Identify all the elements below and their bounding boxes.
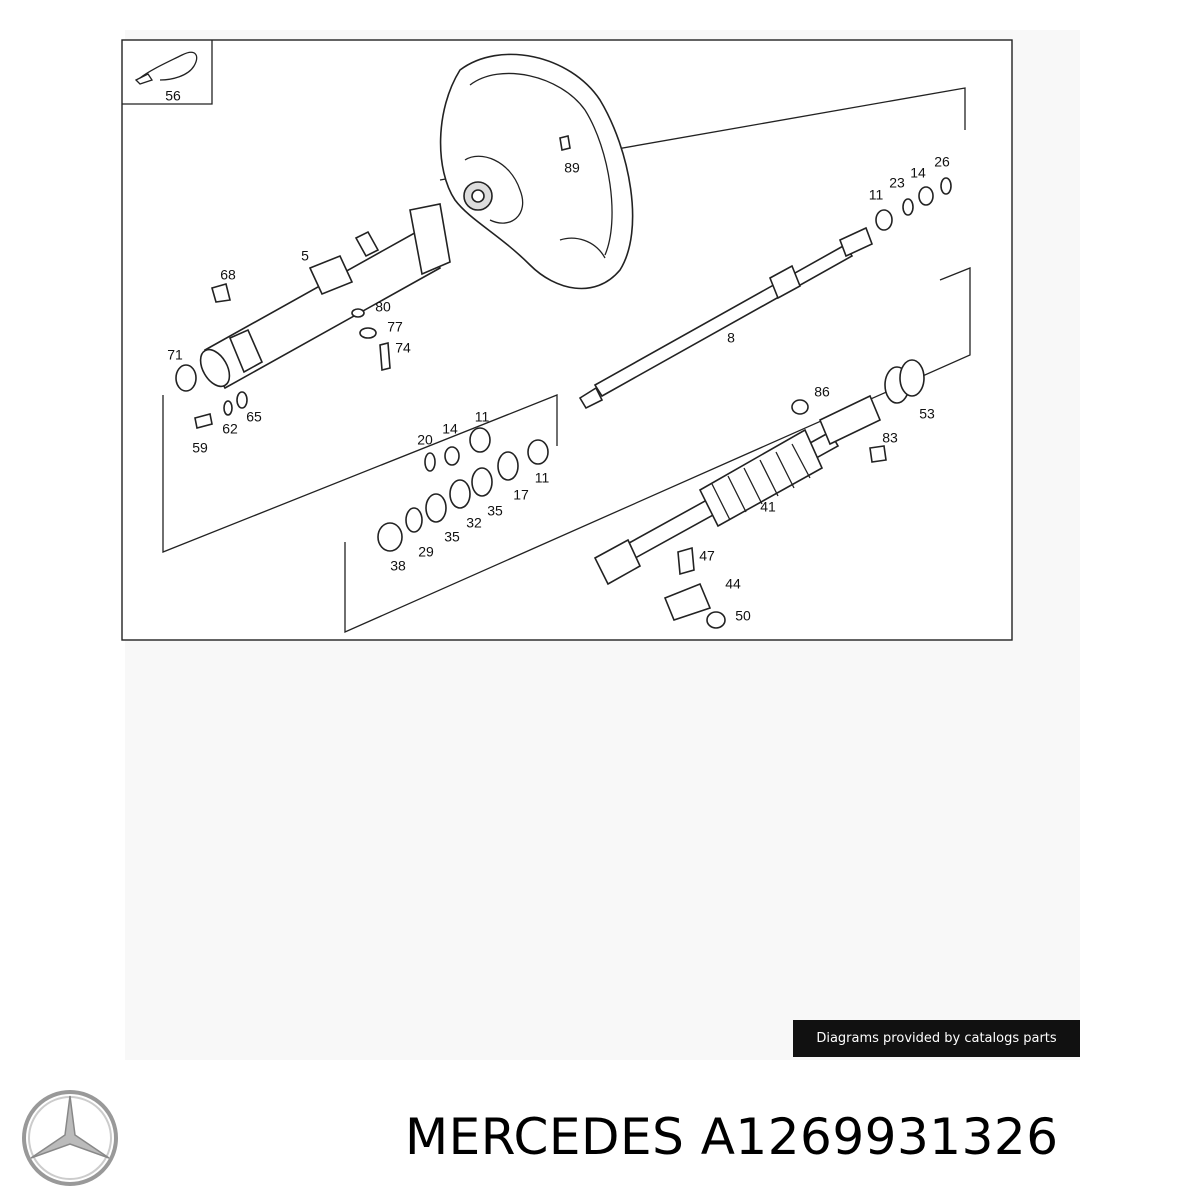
callout-label: 29 <box>418 544 434 560</box>
callout-label: 20 <box>417 432 433 448</box>
part-title: MERCEDES A1269931326 <box>405 1108 1059 1166</box>
column-tube-part <box>199 203 451 390</box>
callout-label: 11 <box>475 409 490 425</box>
callout-label: 23 <box>889 175 905 191</box>
callout-labels: 56 89 26 14 23 11 5 68 80 77 74 8 71 86 53 65 11 14 62 20 83… <box>165 88 950 624</box>
callout-label: 47 <box>699 548 715 564</box>
cable-tie-part <box>134 51 198 85</box>
provided-by-badge: Diagrams provided by catalogs parts <box>793 1020 1080 1057</box>
callout-label: 14 <box>910 165 926 181</box>
callout-label: 14 <box>442 421 458 437</box>
callout-label: 5 <box>301 248 309 264</box>
callout-label: 50 <box>735 608 751 624</box>
callout-label: 17 <box>513 487 529 503</box>
callout-label: 86 <box>814 384 830 400</box>
callout-label: 38 <box>390 558 406 574</box>
callout-label: 56 <box>165 88 181 104</box>
callout-label: 41 <box>760 499 776 515</box>
steering-wheel-part <box>439 53 634 290</box>
callout-label: 44 <box>725 576 741 592</box>
callout-label: 26 <box>934 154 950 170</box>
callout-label: 71 <box>167 347 183 363</box>
callout-label: 35 <box>444 529 460 545</box>
callout-label: 11 <box>535 470 550 486</box>
upper-shaft-part <box>578 226 874 410</box>
callout-label: 65 <box>246 409 262 425</box>
bracket-lower <box>344 267 971 633</box>
callout-label: 68 <box>220 267 236 283</box>
callout-label: 74 <box>395 340 411 356</box>
callout-label: 32 <box>466 515 482 531</box>
callout-label: 62 <box>222 421 238 437</box>
callout-label: 53 <box>919 406 935 422</box>
callout-label: 89 <box>564 160 580 176</box>
callout-label: 59 <box>192 440 208 456</box>
callout-label: 8 <box>727 330 735 346</box>
callout-label: 35 <box>487 503 503 519</box>
small-parts <box>175 177 952 552</box>
provided-by-text: Diagrams provided by catalogs parts <box>816 1031 1057 1046</box>
bracket-upper <box>162 394 558 553</box>
inset-box <box>122 40 213 105</box>
callout-label: 80 <box>375 299 391 315</box>
mercedes-star-icon <box>22 1090 118 1186</box>
callout-label: 83 <box>882 430 898 446</box>
callout-label: 77 <box>387 319 403 335</box>
callout-label: 11 <box>869 187 884 203</box>
lower-shaft-part <box>593 359 925 629</box>
